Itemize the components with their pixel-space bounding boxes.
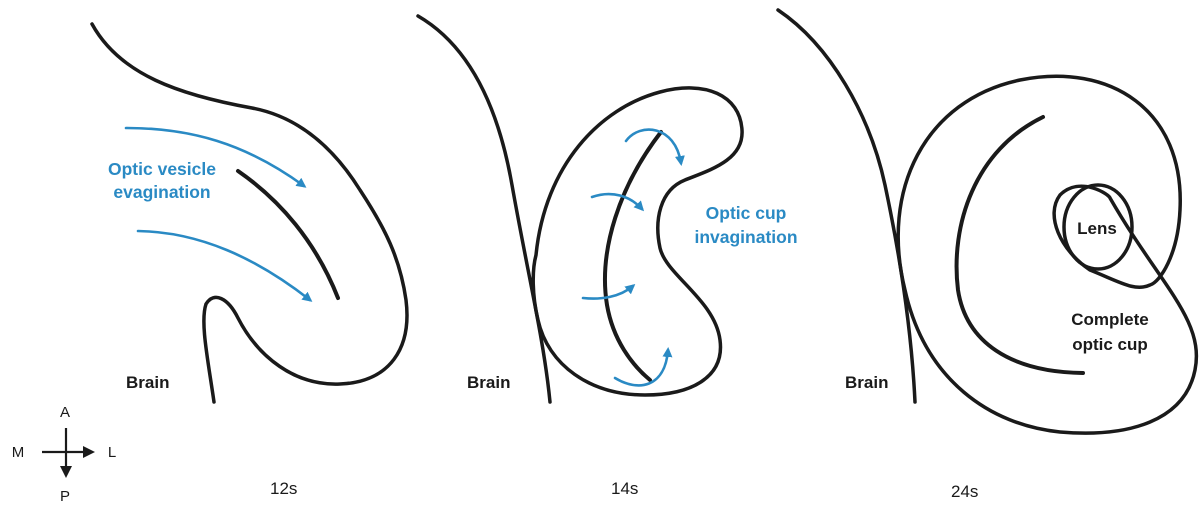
optic-cup-lumen bbox=[603, 130, 663, 382]
stage-label: 14s bbox=[611, 479, 638, 498]
compass-anterior-label: A bbox=[60, 404, 70, 421]
invagination-arrow-2 bbox=[590, 192, 645, 212]
compass-medial-label: M bbox=[12, 444, 25, 461]
result-label-line1: Complete bbox=[1071, 310, 1148, 329]
brain-boundary bbox=[416, 14, 552, 404]
process-label-line1: Optic cup bbox=[706, 203, 787, 223]
result-label-line2: optic cup bbox=[1072, 335, 1148, 354]
invagination-arrow-3 bbox=[581, 284, 636, 300]
process-label-line1: Optic vesicle bbox=[108, 159, 216, 179]
lens-shape bbox=[1062, 183, 1134, 271]
brain-boundary bbox=[776, 8, 917, 404]
optic-cup-outline bbox=[896, 74, 1199, 435]
optic-cup-lumen bbox=[954, 115, 1085, 375]
optic-vesicle-outline bbox=[90, 22, 409, 404]
process-label-line2: evagination bbox=[113, 182, 210, 202]
lens-label: Lens bbox=[1077, 219, 1117, 238]
panel-12s: Optic vesicle evagination Brain 12s bbox=[90, 22, 409, 498]
stage-label: 12s bbox=[270, 479, 297, 498]
evagination-arrow-upper bbox=[124, 126, 307, 188]
brain-label: Brain bbox=[126, 373, 169, 392]
invagination-arrow-1 bbox=[624, 128, 685, 166]
process-label-line2: invagination bbox=[694, 227, 797, 247]
compass-lateral-label: L bbox=[108, 444, 116, 461]
optic-cup-outline bbox=[531, 86, 744, 397]
panel-14s: Optic cup invagination Brain 14s bbox=[416, 14, 798, 498]
orientation-compass: A M L P bbox=[12, 404, 116, 505]
evagination-arrow-lower bbox=[136, 229, 313, 302]
panel-24s: Lens Complete optic cup Brain 24s bbox=[776, 8, 1199, 501]
compass-posterior-label: P bbox=[60, 488, 70, 505]
stage-label: 24s bbox=[951, 482, 978, 501]
brain-label: Brain bbox=[845, 373, 888, 392]
invagination-arrow-4 bbox=[613, 347, 673, 387]
optic-vesicle-lumen bbox=[236, 169, 340, 300]
brain-label: Brain bbox=[467, 373, 510, 392]
